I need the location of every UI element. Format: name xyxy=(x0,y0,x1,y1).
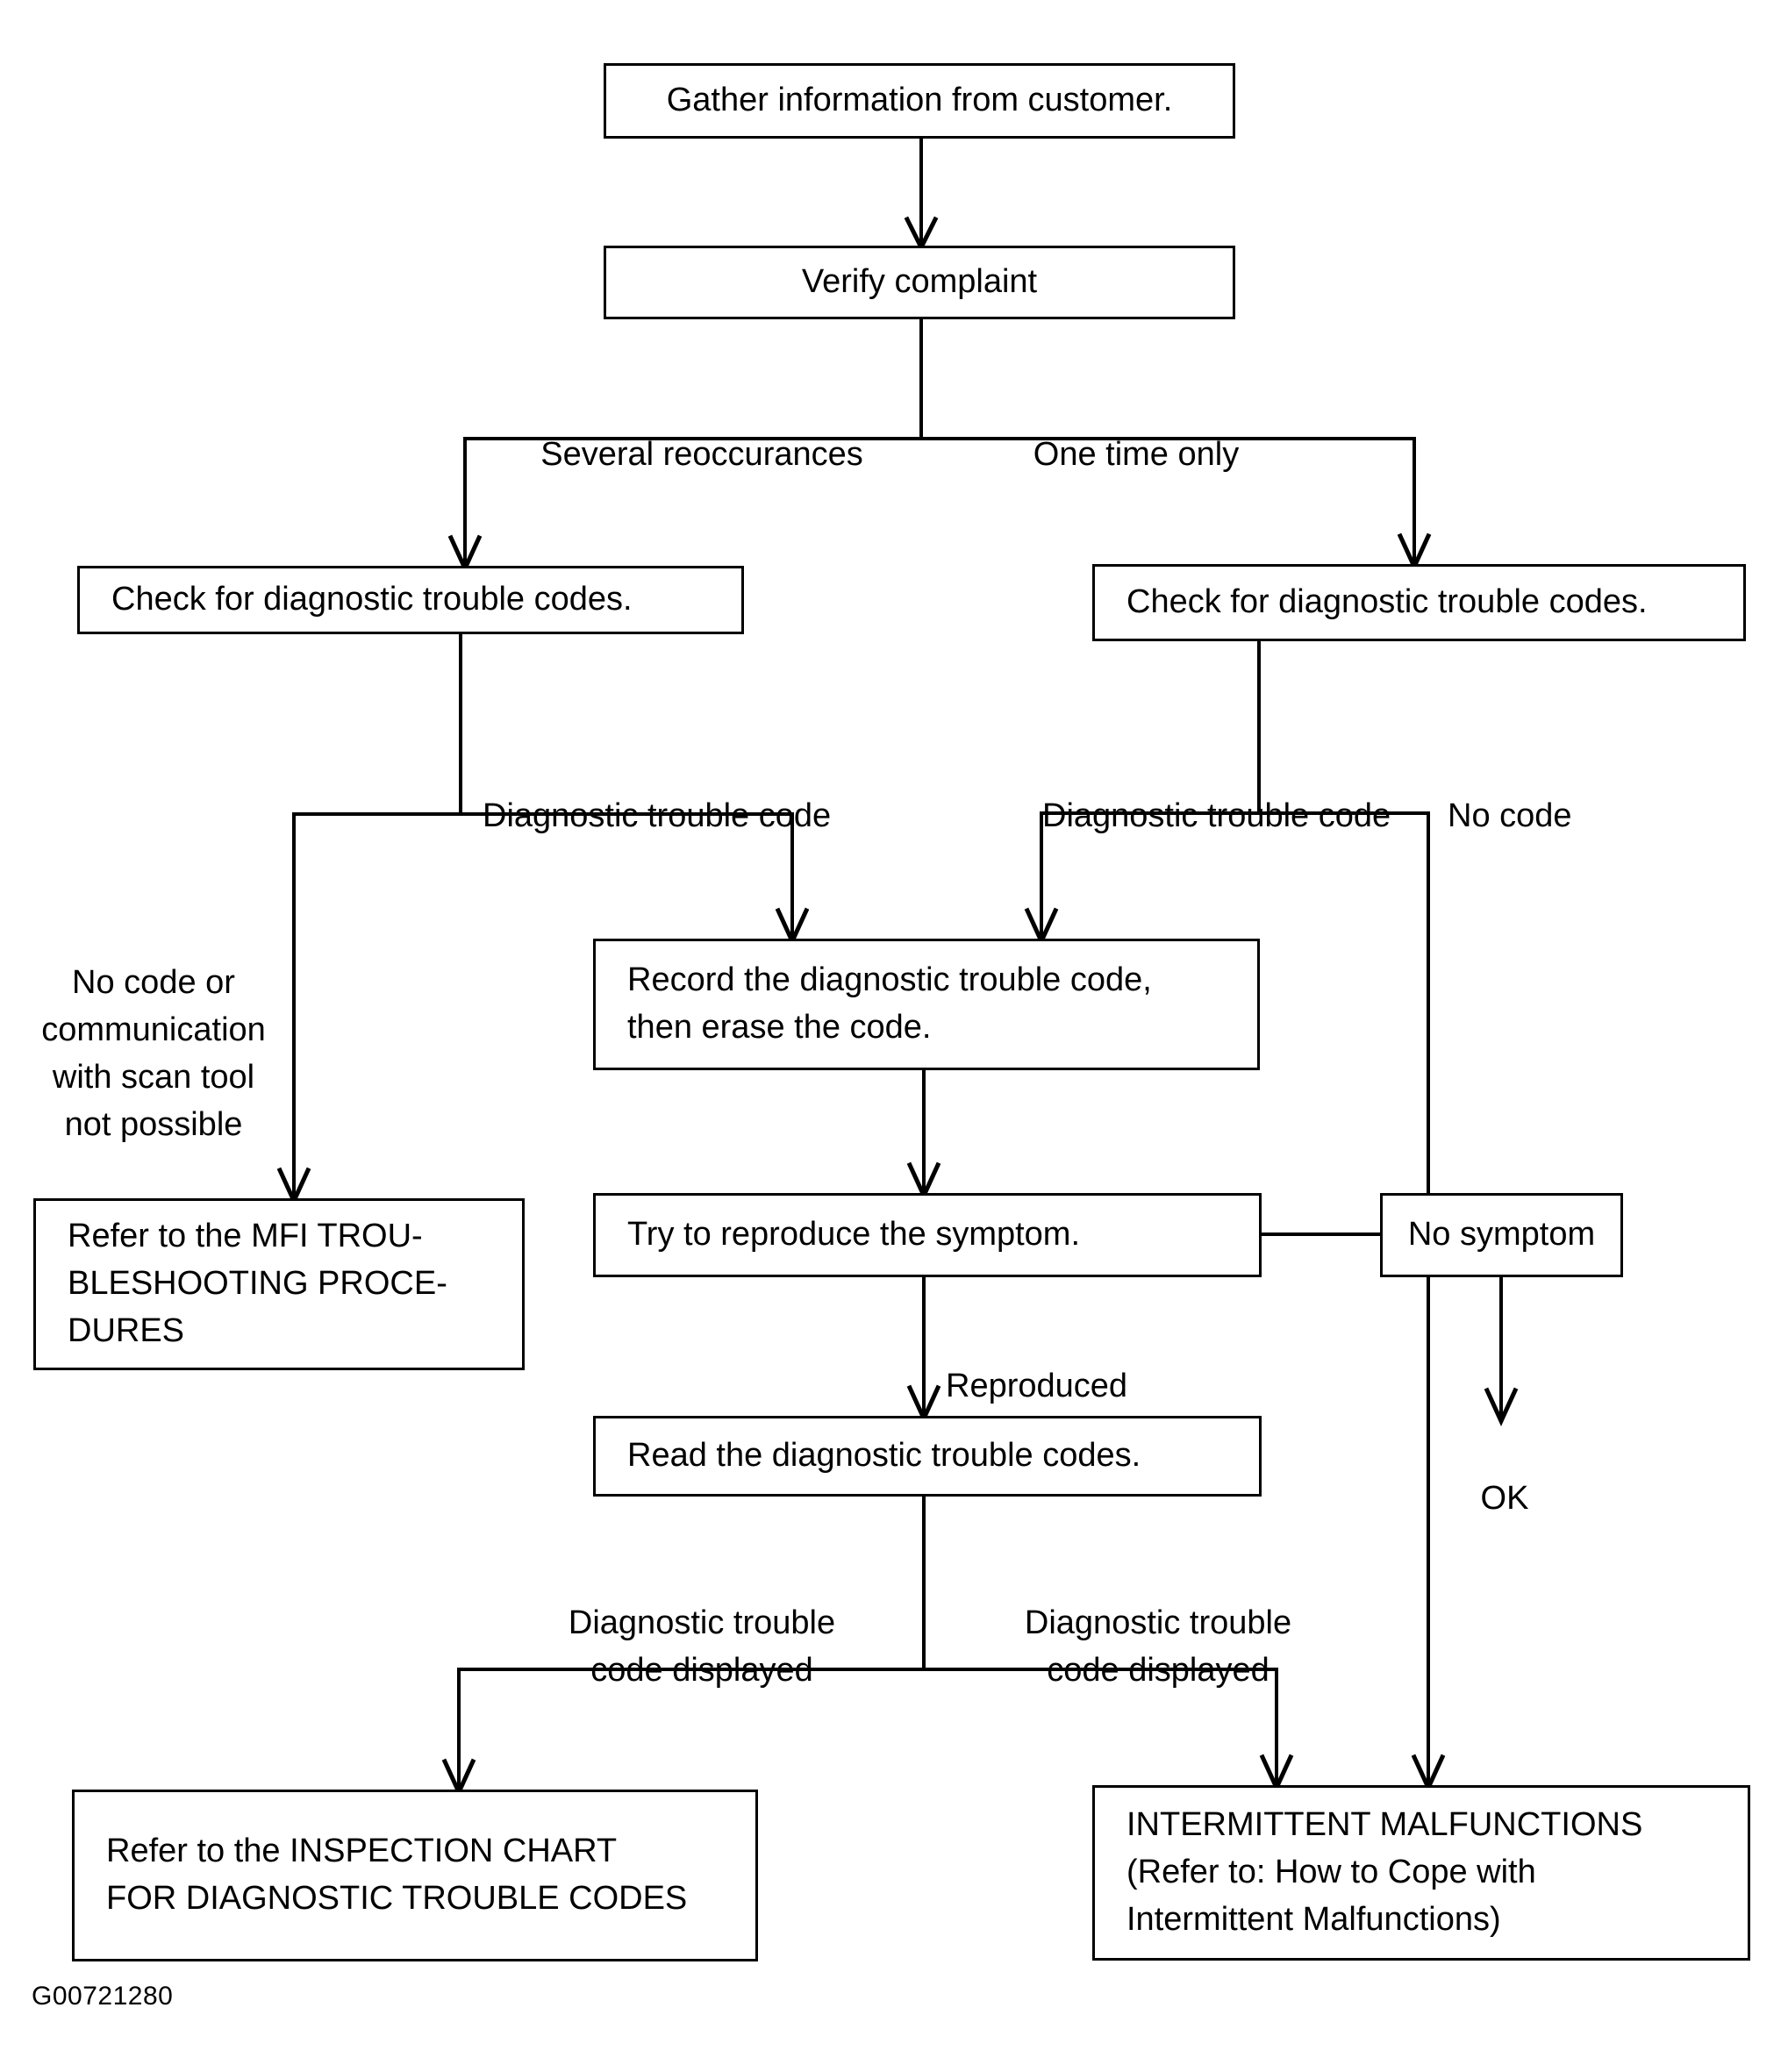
arrowhead-intermittent-right xyxy=(1411,1754,1446,1794)
edge-label-no-code: No code xyxy=(1448,746,1693,840)
node-check-codes-left[interactable]: Check for diagnostic trouble codes. xyxy=(77,566,744,634)
edge-label-reproduced-text: Reproduced xyxy=(946,1367,1128,1404)
arrowhead-intermittent-left xyxy=(1259,1754,1294,1794)
node-try-reproduce-symptom[interactable]: Try to reproduce the symptom. xyxy=(593,1193,1262,1277)
node-intermittent-malfunctions[interactable]: INTERMITTENT MALFUNCTIONS (Refer to: How… xyxy=(1092,1785,1750,1961)
edge-label-code-displayed-right-text: Diagnostic trouble code displayed xyxy=(1024,1604,1292,1689)
node-record-erase-code-label: Record the diagnostic trouble code, then… xyxy=(627,961,1152,1046)
node-intermittent-malfunctions-label: INTERMITTENT MALFUNCTIONS (Refer to: How… xyxy=(1126,1806,1643,1938)
edge-label-no-code-or-communication: No code or communication with scan tool … xyxy=(26,912,281,1149)
arrowhead-ok xyxy=(1484,1387,1519,1427)
node-check-codes-left-label: Check for diagnostic trouble codes. xyxy=(111,581,633,618)
node-mfi-troubleshooting[interactable]: Refer to the MFI TROU- BLESHOOTING PROCE… xyxy=(33,1198,525,1370)
arrowhead-read-codes xyxy=(906,1384,941,1425)
edge-label-one-time-only: One time only xyxy=(961,384,1312,479)
arrowhead-record-left xyxy=(775,907,810,947)
edge-label-no-code-text: No code xyxy=(1448,797,1572,834)
node-no-symptom-label: No symptom xyxy=(1407,1216,1596,1254)
arrowhead-reproduce xyxy=(906,1161,941,1202)
edge-label-diagnostic-trouble-code-left: Diagnostic trouble code xyxy=(483,746,939,840)
node-inspection-chart-label: Refer to the INSPECTION CHART FOR DIAGNO… xyxy=(106,1833,688,1917)
node-check-codes-right-label: Check for diagnostic trouble codes. xyxy=(1126,583,1648,621)
node-try-reproduce-symptom-label: Try to reproduce the symptom. xyxy=(627,1216,1081,1254)
node-gather-information[interactable]: Gather information from customer. xyxy=(604,63,1235,139)
node-record-erase-code[interactable]: Record the diagnostic trouble code, then… xyxy=(593,939,1260,1070)
arrowhead-check-left xyxy=(447,534,483,575)
edge-label-reproduced: Reproduced xyxy=(946,1316,1209,1411)
edge-label-ok: OK xyxy=(1439,1428,1570,1523)
node-no-symptom[interactable]: No symptom xyxy=(1380,1193,1623,1277)
edge-label-diagnostic-trouble-code-left-text: Diagnostic trouble code xyxy=(483,797,832,834)
edge-label-diagnostic-trouble-code-right-text: Diagnostic trouble code xyxy=(1042,797,1391,834)
edge-label-ok-text: OK xyxy=(1480,1479,1529,1517)
edge-label-code-displayed-left: Diagnostic trouble code displayed xyxy=(518,1553,886,1695)
node-check-codes-right[interactable]: Check for diagnostic trouble codes. xyxy=(1092,564,1746,641)
figure-caption-text: G00721280 xyxy=(32,1982,174,2011)
edge-label-one-time-only-text: One time only xyxy=(1033,435,1240,473)
edge-label-several-reoccurances-text: Several reoccurances xyxy=(540,435,863,473)
node-mfi-troubleshooting-label: Refer to the MFI TROU- BLESHOOTING PROCE… xyxy=(68,1218,447,1349)
node-read-codes-label: Read the diagnostic trouble codes. xyxy=(627,1437,1141,1475)
arrowhead-inspection xyxy=(441,1758,476,1798)
edge-label-diagnostic-trouble-code-right: Diagnostic trouble code xyxy=(1042,746,1498,840)
edge-label-code-displayed-right: Diagnostic trouble code displayed xyxy=(974,1553,1342,1695)
edge-label-no-code-or-communication-text: No code or communication with scan tool … xyxy=(41,963,266,1143)
figure-caption: G00721280 xyxy=(32,1981,173,2012)
arrowhead-verify xyxy=(904,216,939,253)
edge-label-several-reoccurances: Several reoccurances xyxy=(522,384,882,479)
arrowhead-mfi xyxy=(276,1167,311,1207)
node-verify-complaint-label: Verify complaint xyxy=(801,263,1038,301)
node-verify-complaint[interactable]: Verify complaint xyxy=(604,246,1235,319)
arrowhead-record-right xyxy=(1024,907,1059,947)
node-inspection-chart[interactable]: Refer to the INSPECTION CHART FOR DIAGNO… xyxy=(72,1790,758,1961)
arrowhead-check-right xyxy=(1397,532,1432,573)
edge-label-code-displayed-left-text: Diagnostic trouble code displayed xyxy=(568,1604,836,1689)
node-read-codes[interactable]: Read the diagnostic trouble codes. xyxy=(593,1416,1262,1497)
node-gather-information-label: Gather information from customer. xyxy=(666,82,1173,119)
